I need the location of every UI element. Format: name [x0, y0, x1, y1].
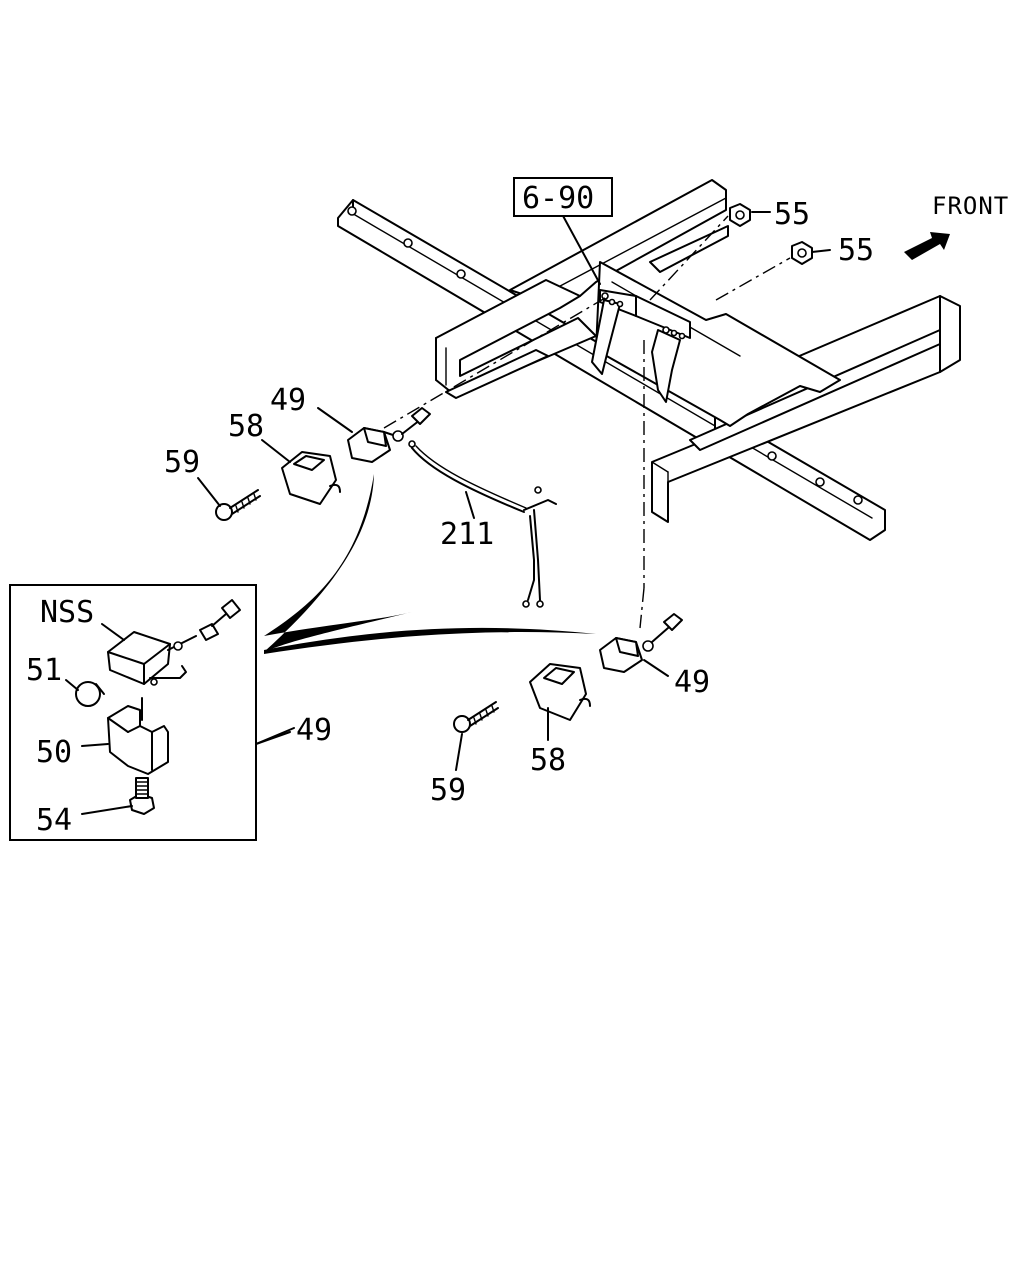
front-label: FRONT: [932, 192, 1009, 220]
ref-6-90-label: 6-90: [522, 181, 594, 216]
label-55-lower: 55: [838, 233, 874, 268]
label-51: 51: [26, 653, 62, 688]
label-nss: NSS: [40, 595, 94, 630]
nss-sensor: [107, 599, 241, 686]
arrow-right-icon: [904, 232, 950, 260]
cover-58-top: [281, 451, 341, 505]
label-50: 50: [36, 735, 72, 770]
left-channel: [435, 279, 597, 399]
angle-rail: [337, 199, 886, 541]
front-indicator: FRONT: [904, 192, 1009, 260]
label-59-bottom: 59: [430, 773, 466, 808]
cap-51: [75, 681, 105, 707]
sensor-49-bottom: [599, 613, 683, 673]
label-211: 211: [440, 517, 494, 552]
bolt-59-top: [215, 489, 261, 521]
label-49-bottom: 49: [674, 665, 710, 700]
part-labels: 55 55 49 58 59 211 NSS 51 50 54 49 49 58…: [26, 197, 874, 838]
bolt-59-bottom: [453, 701, 499, 733]
ref-6-90: 6-90: [513, 177, 613, 217]
label-58-top: 58: [228, 409, 264, 444]
bolt-54: [129, 777, 155, 815]
label-59-top: 59: [164, 445, 200, 480]
nut-55-lower: [791, 241, 813, 265]
label-49-top: 49: [270, 383, 306, 418]
inset-box: [9, 584, 291, 841]
bracket-6-90: [591, 289, 691, 403]
frame-structure: [337, 179, 961, 541]
label-49-inset: 49: [296, 713, 332, 748]
label-55-upper: 55: [774, 197, 810, 232]
label-54: 54: [36, 803, 72, 838]
inset-callout-curve: [264, 474, 596, 654]
cover-58-bottom: [529, 663, 591, 721]
bracket-50: [107, 697, 169, 775]
leader-lines: [65, 211, 831, 815]
sensor-49-top: [347, 407, 431, 463]
label-58-bottom: 58: [530, 743, 566, 778]
nut-55-upper: [729, 203, 751, 227]
assembly-lines: [383, 215, 791, 629]
harness-211: [408, 440, 557, 608]
